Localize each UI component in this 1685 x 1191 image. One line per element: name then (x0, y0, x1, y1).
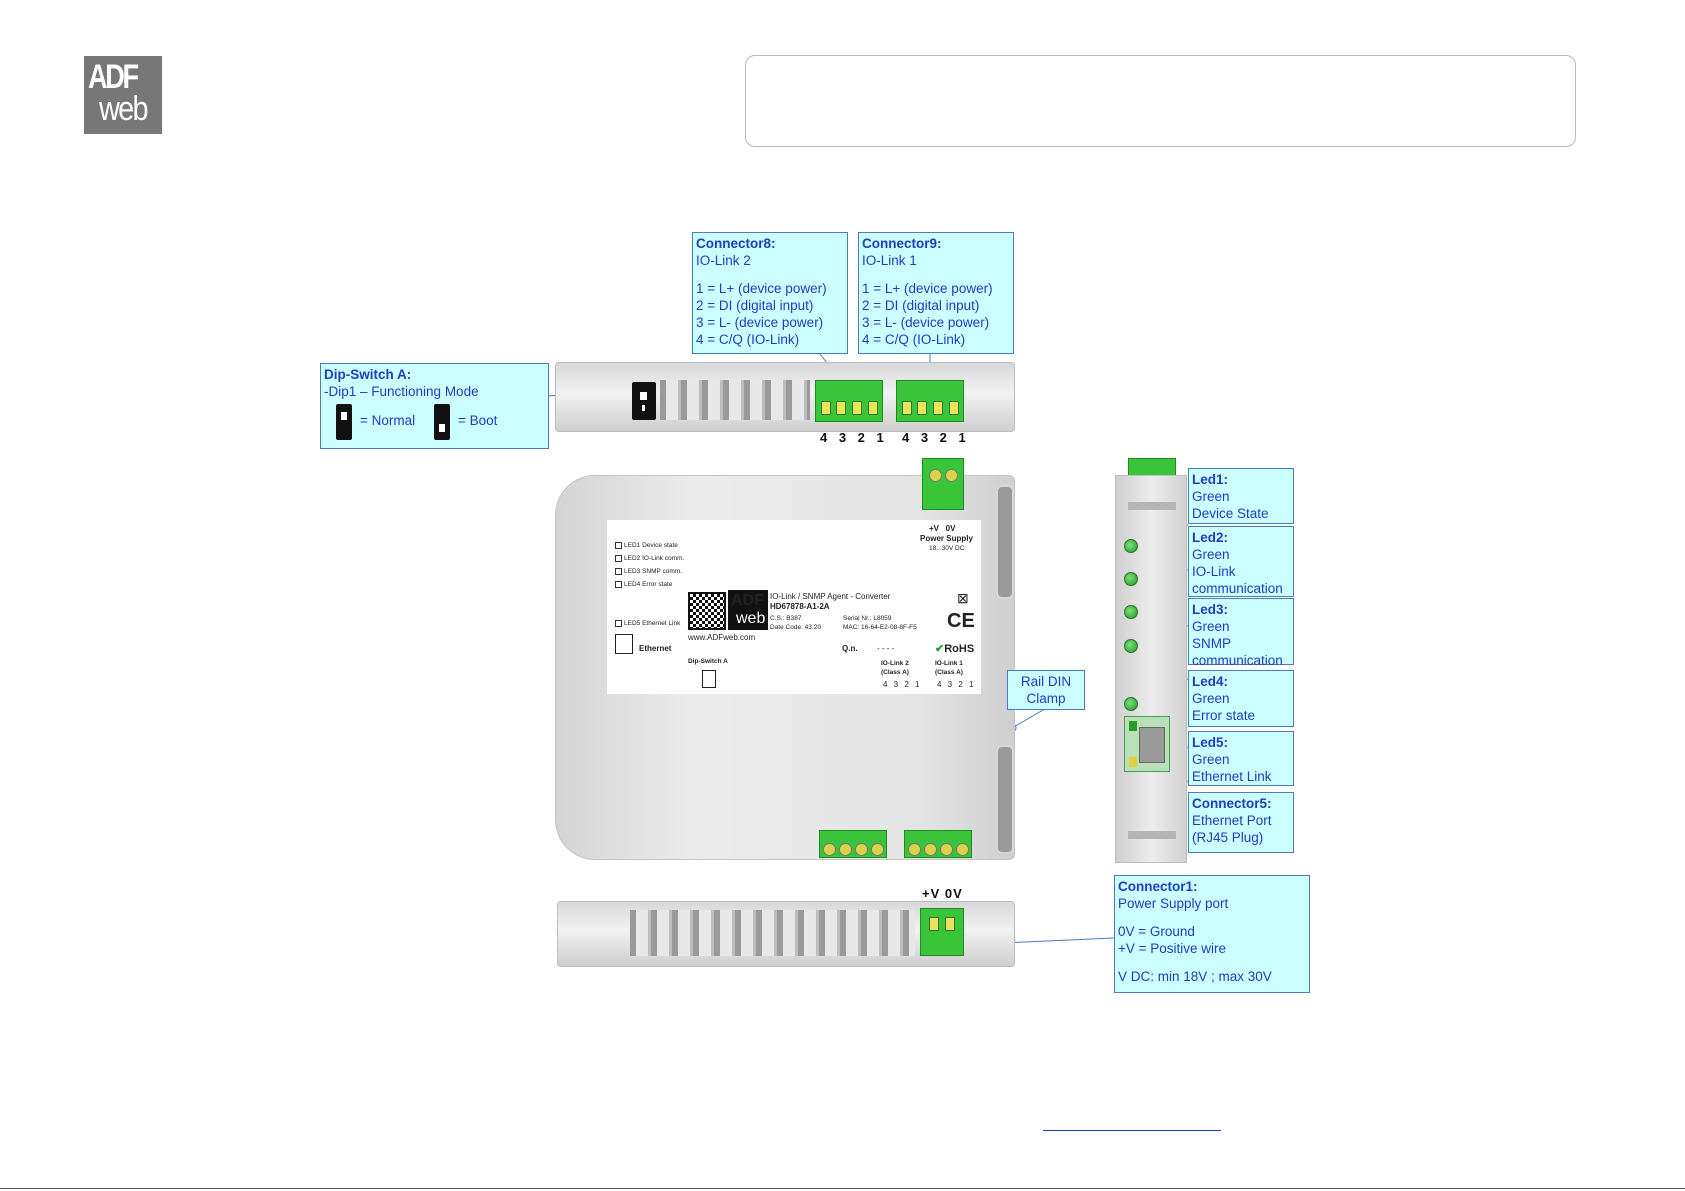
dip-boot-icon (434, 404, 450, 440)
header-box (745, 55, 1576, 147)
rohs-mark: ✔RoHS (935, 643, 975, 655)
callout-connector5: Connector5: Ethernet Port (RJ45 Plug) (1188, 792, 1294, 853)
side-power-terminal (1128, 458, 1176, 476)
date-code: Date Code: 43.20 (770, 624, 821, 631)
callout-led5: Led5: Green Ethernet Link (1188, 731, 1294, 786)
led2-icon (1124, 572, 1138, 586)
cs-code: C.S.: B387 (770, 615, 802, 622)
dip-switch-label: Dip-Switch A (688, 658, 728, 665)
iolink2-class: (Class A) (881, 669, 909, 676)
dip-normal-icon (336, 404, 352, 440)
product-label: +V 0V Power Supply 18...30V DC LED1 Devi… (607, 520, 981, 694)
product-line: IO-Link / SNMP Agent - Converter (770, 592, 891, 601)
qr-code-icon (688, 592, 726, 630)
connector8-pin-numbers: 4 3 2 1 (820, 430, 888, 445)
power-terminals-label: +V 0V (929, 524, 956, 533)
callout-led4: Led4: Green Error state (1188, 670, 1294, 727)
din-clip-lower (996, 745, 1014, 854)
power-range-label: 18...30V DC (929, 545, 965, 552)
connector1-terminal (920, 908, 964, 956)
footer-link[interactable] (1043, 1130, 1221, 1131)
dip-boot-label: = Boot (458, 413, 498, 428)
callout-connector1: Connector1: Power Supply port 0V = Groun… (1114, 875, 1310, 993)
callout-led2: Led2: Green IO-Link communication (1188, 526, 1294, 597)
led4-label: LED4 Error state (615, 581, 672, 588)
iolink2-label: IO-Link 2 (881, 660, 909, 667)
product-code: HD67878-A1-2A (770, 602, 830, 611)
top-grille (660, 380, 810, 420)
logo-line2: web (99, 90, 149, 128)
led3-icon (1124, 605, 1138, 619)
side-view (1115, 475, 1187, 863)
label-logo: ADF web (728, 590, 768, 630)
callout-connector9: Connector9: IO-Link 1 1 = L+ (device pow… (858, 232, 1014, 354)
ethernet-label: Ethernet (639, 644, 672, 653)
bottom-power-label: +V 0V (922, 886, 963, 901)
connector9-pin-numbers: 4 3 2 1 (902, 430, 970, 445)
mac-address: MAC: 16-64-E2-08-8F-F5 (843, 624, 917, 631)
callout-dip-switch: Dip-Switch A: -Dip1 – Functioning Mode =… (320, 363, 549, 449)
callout-rail-din: Rail DIN Clamp (1007, 670, 1085, 710)
connector9-terminal (896, 380, 964, 422)
ce-mark-icon: CE (947, 610, 975, 632)
bottom-grille (630, 910, 915, 956)
iolink1-label: IO-Link 1 (935, 660, 963, 667)
ethernet-icon (615, 634, 633, 654)
iolink1-pins: 4 3 2 1 (937, 680, 976, 689)
led1-label: LED1 Device state (615, 542, 678, 549)
led3-label: LED3 SNMP comm. (615, 568, 682, 575)
connector8-front (819, 830, 887, 858)
power-terminal-front (922, 458, 964, 510)
led1-icon (1124, 539, 1138, 553)
dip-normal-label: = Normal (360, 413, 416, 428)
dip-switch-icon (702, 670, 716, 688)
connector9-front (904, 830, 972, 858)
iolink2-pins: 4 3 2 1 (883, 680, 922, 689)
qn-label: Q.n. (842, 644, 858, 653)
callout-connector8: Connector8: IO-Link 2 1 = L+ (device pow… (692, 232, 848, 354)
top-dip-switch (632, 382, 656, 420)
weee-icon: ⊠ (957, 590, 969, 606)
led2-label: LED2 IO-Link comm. (615, 555, 684, 562)
qn-value: - - - - (877, 644, 895, 653)
rj45-port-icon (1124, 716, 1170, 772)
led5-label: LED5 Ethernet Link (615, 620, 680, 627)
adfweb-logo: ADF web (84, 56, 162, 134)
connector8-terminal (815, 380, 883, 422)
callout-led1: Led1: Green Device State (1188, 468, 1294, 524)
power-supply-label: Power Supply (920, 534, 973, 543)
led5-icon (1124, 697, 1138, 711)
callout-led3: Led3: Green SNMP communication (1188, 598, 1294, 668)
iolink1-class: (Class A) (935, 669, 963, 676)
din-clip-upper (996, 485, 1014, 599)
footer-rule (0, 1188, 1685, 1189)
serial-number: Serial Nr.: L8059 (843, 615, 892, 622)
led4-icon (1124, 639, 1138, 653)
label-url: www.ADFweb.com (688, 633, 756, 642)
logo-line1: ADF (88, 58, 139, 96)
